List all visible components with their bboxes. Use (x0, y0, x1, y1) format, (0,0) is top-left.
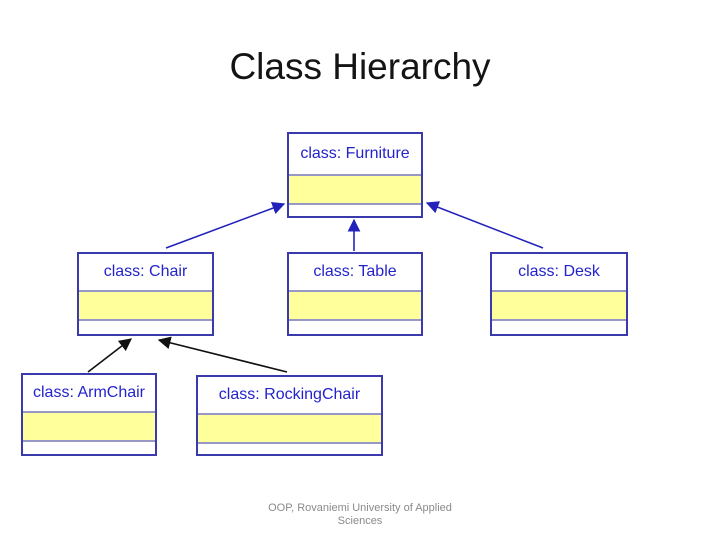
attributes-compartment (198, 413, 381, 444)
class-box-armchair: class: ArmChair (21, 373, 157, 456)
class-box-chair: class: Chair (77, 252, 214, 336)
footer-text: OOP, Rovaniemi University of Applied Sci… (268, 502, 452, 527)
operations-compartment (492, 321, 626, 334)
operations-compartment (198, 444, 381, 454)
operations-compartment (79, 321, 212, 334)
inheritance-arrow-chair-to-furniture (165, 202, 286, 249)
attributes-compartment (289, 174, 421, 205)
inheritance-arrow-armchair-to-chair (87, 338, 133, 373)
operations-compartment (289, 321, 421, 334)
inheritance-arrow-desk-to-furniture (425, 201, 544, 249)
class-name-label: class: Table (313, 263, 397, 280)
class-box-furniture: class: Furniture (287, 132, 423, 218)
operations-compartment (289, 205, 421, 216)
operations-compartment (23, 442, 155, 454)
attributes-compartment (79, 290, 212, 321)
inheritance-arrow-rockingchair-to-chair (157, 336, 288, 373)
attributes-compartment (492, 290, 626, 321)
page-title: Class Hierarchy (229, 46, 491, 87)
attributes-compartment (289, 290, 421, 321)
class-box-table: class: Table (287, 252, 423, 336)
class-box-desk: class: Desk (490, 252, 628, 336)
class-name-label: class: Desk (518, 263, 600, 280)
class-name-label: class: RockingChair (218, 386, 361, 403)
class-name-label: class: Chair (103, 263, 188, 280)
attributes-compartment (23, 411, 155, 442)
class-name-label: class: Furniture (300, 145, 410, 162)
class-name-label: class: ArmChair (32, 384, 146, 401)
class-box-rockingchair: class: RockingChair (196, 375, 383, 456)
